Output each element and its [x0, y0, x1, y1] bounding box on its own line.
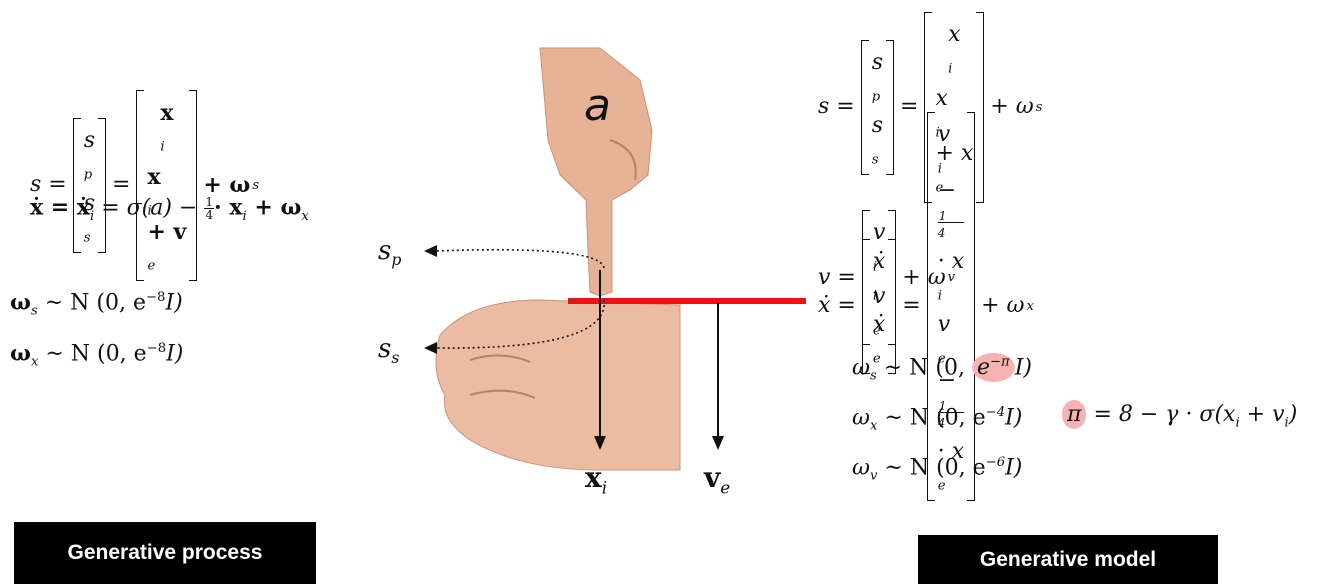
precision-equation: π = 8 − γ · σ(xi + vi)	[1062, 400, 1297, 430]
s-s-dotted-arrow	[434, 299, 605, 349]
receiving-hand-fingers	[469, 354, 536, 399]
v-e-arrowhead	[712, 436, 724, 450]
model-noise-v: ωv ~ N (0, e−6I)	[852, 455, 1023, 484]
process-noise-x: ωx ~ N (0, e−8I)	[10, 340, 184, 370]
x-i-arrowhead	[594, 436, 606, 450]
s-p-label: sp	[378, 236, 402, 270]
action-label-a: a	[584, 80, 611, 131]
generative-model-label: Generative model	[918, 535, 1218, 584]
s-p-dotted-arrow	[434, 248, 605, 269]
model-noise-x: ωx ~ N (0, e−4I)	[852, 405, 1023, 434]
v-e-label: ve	[704, 461, 731, 498]
receiving-hand	[435, 299, 681, 471]
pointing-hand-fold	[609, 139, 637, 181]
s-s-label: ss	[378, 334, 400, 368]
s-p-arrowhead	[424, 245, 437, 257]
generative-process-label: Generative process	[14, 522, 316, 584]
s-s-arrowhead	[424, 342, 437, 354]
precision-highlight-exponent: e−π	[971, 353, 1015, 383]
process-noise-s: ωs ~ N (0, e−8I)	[10, 289, 183, 319]
x-i-label: xi	[585, 461, 608, 498]
precision-highlight-pi: π	[1062, 400, 1087, 429]
pointing-hand	[539, 47, 653, 297]
